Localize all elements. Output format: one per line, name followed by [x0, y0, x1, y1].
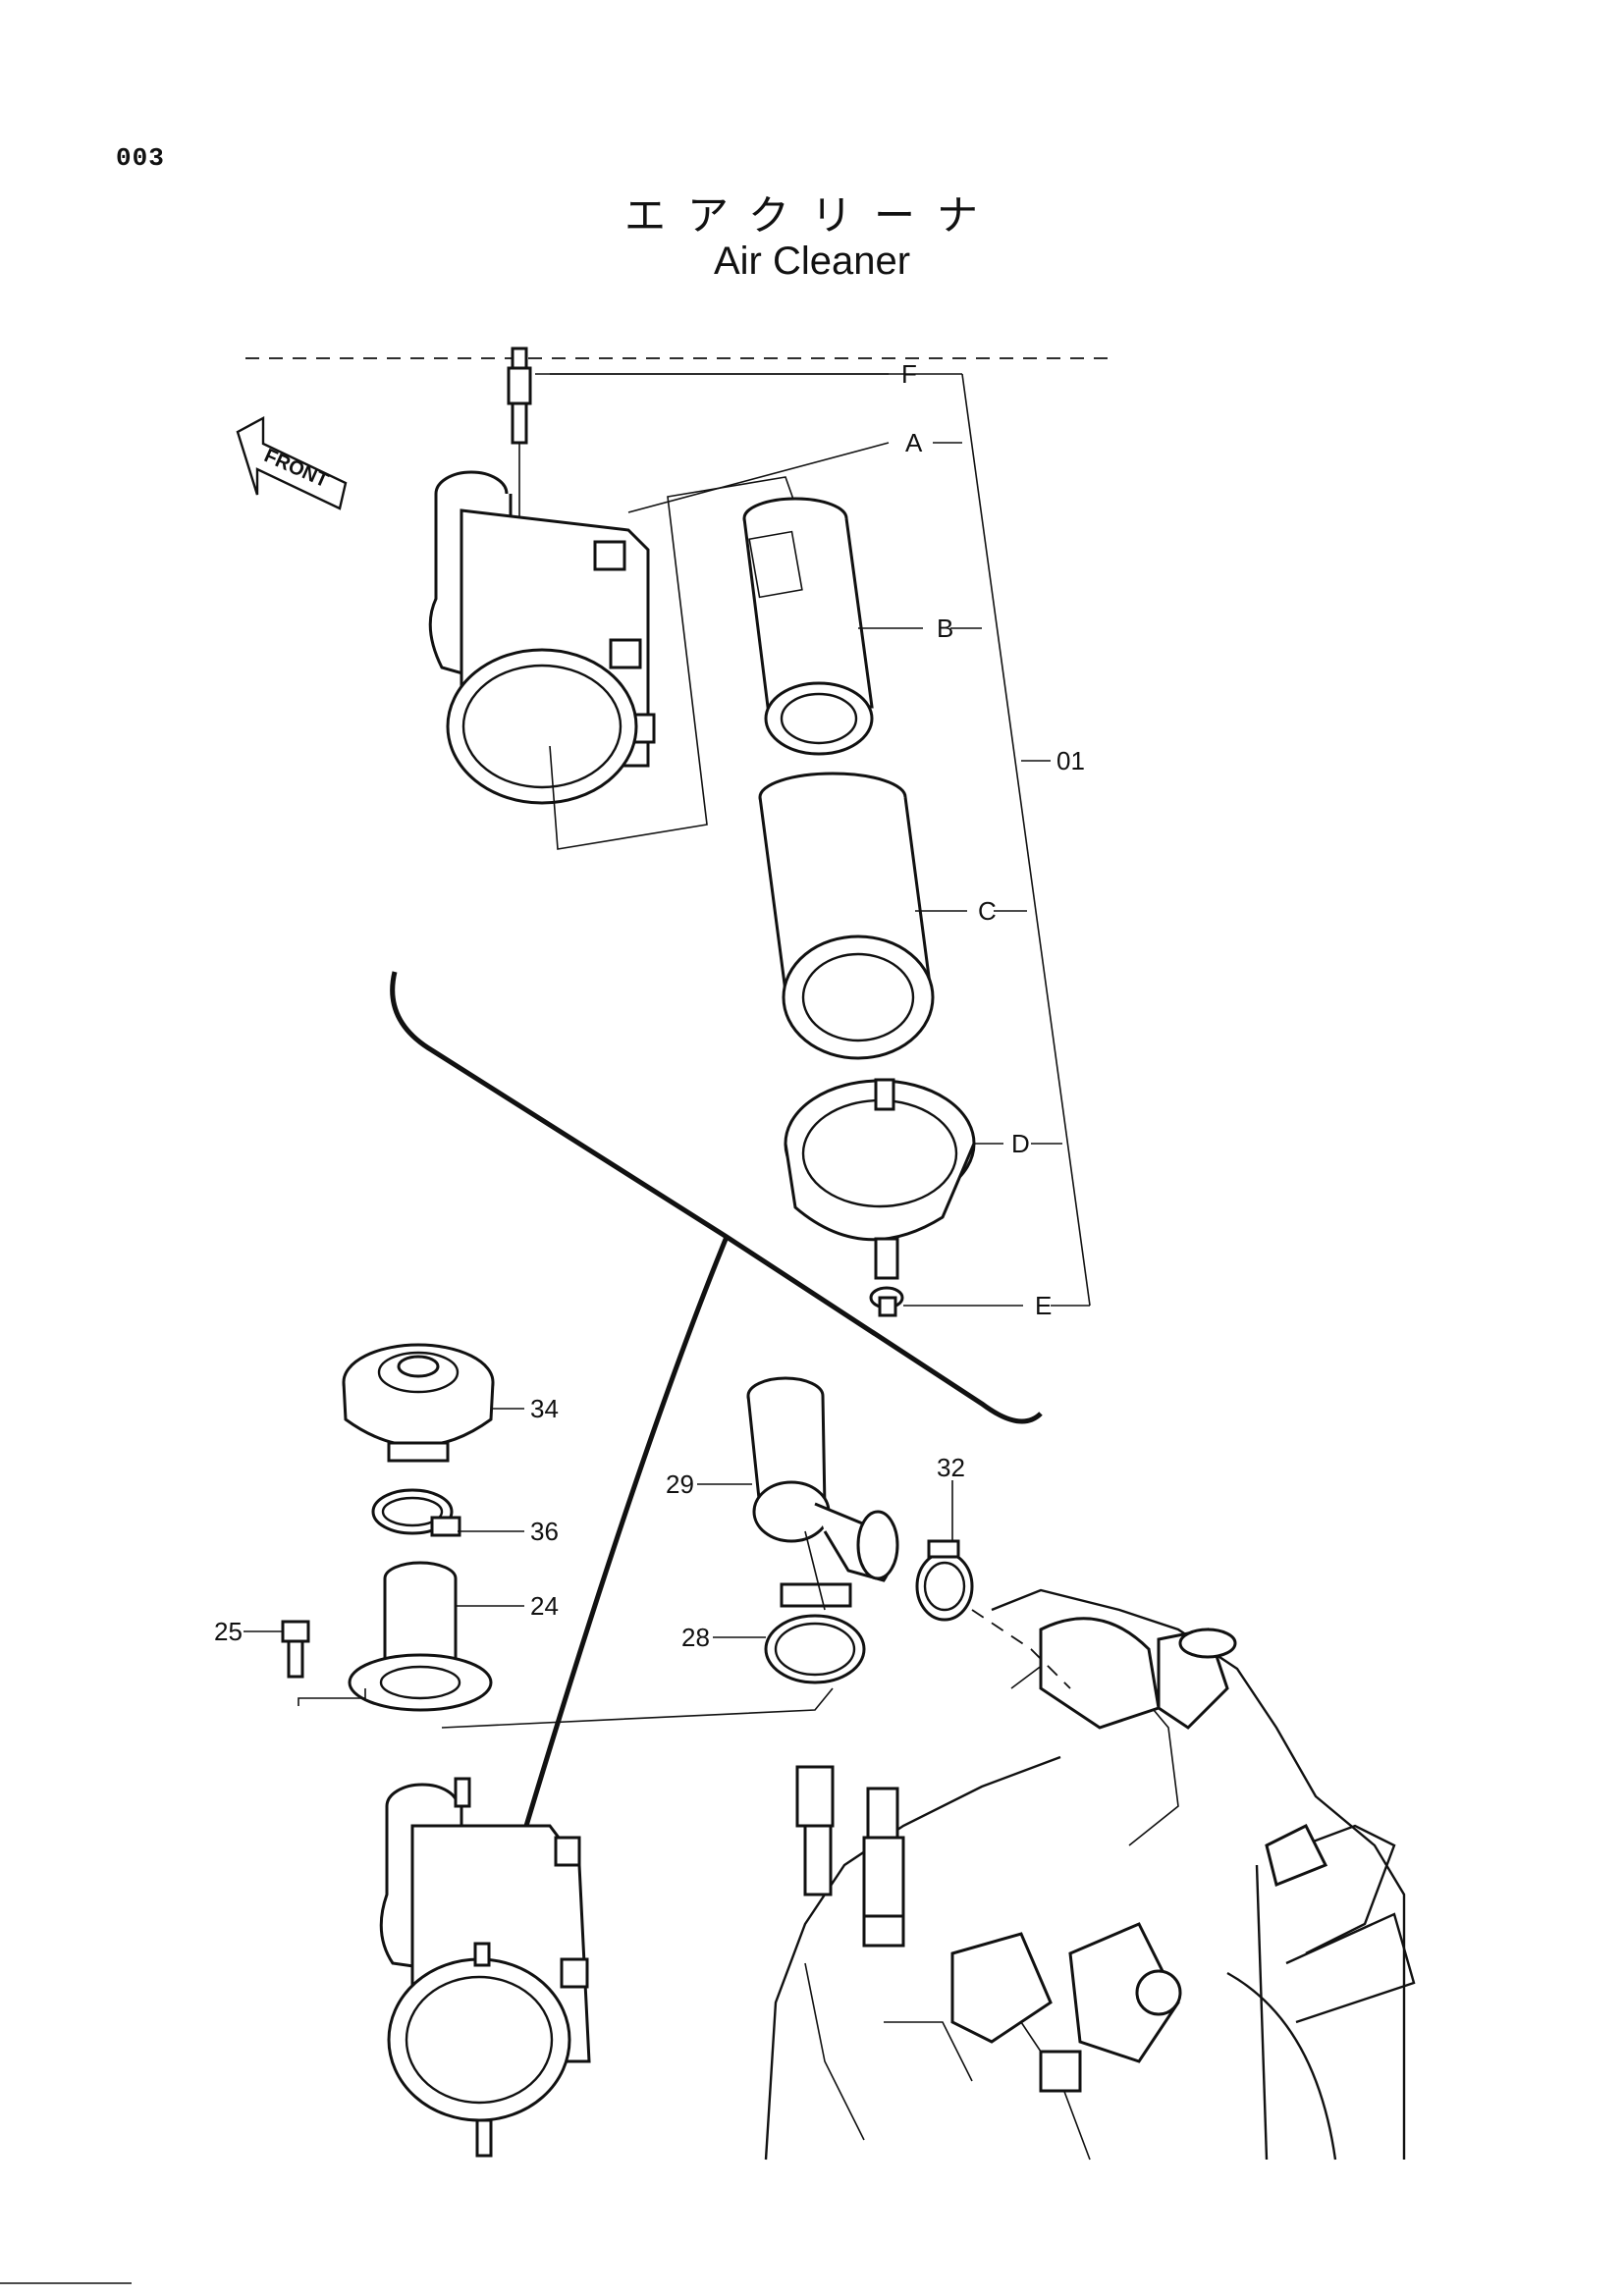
- callout-36: 36: [530, 1517, 559, 1546]
- callout-34: 34: [530, 1394, 559, 1423]
- part-d-cover: [784, 1078, 1003, 1280]
- title-english: Air Cleaner: [713, 240, 911, 283]
- callout-24: 24: [530, 1591, 559, 1621]
- part-c-primary-element: [758, 772, 967, 1060]
- part-28-clamp: [713, 1530, 866, 1684]
- callout-25: 25: [214, 1617, 243, 1646]
- part-b-safety-element: [742, 497, 923, 756]
- part-a-air-cleaner-body: [428, 442, 890, 850]
- callout-e: E: [1035, 1291, 1052, 1320]
- part-34-cap: [342, 1343, 524, 1463]
- part-32-clamp: [915, 1480, 974, 1622]
- front-label: FRONT: [261, 445, 332, 492]
- callout-b: B: [937, 614, 953, 643]
- part-36-hose-clamp: [371, 1488, 524, 1537]
- lower-reference-line: [441, 1687, 834, 1729]
- part-e-evacuator-valve: [869, 1286, 1023, 1317]
- callout-32: 32: [937, 1453, 965, 1482]
- callout-d: D: [1011, 1129, 1030, 1158]
- front-arrow-icon: FRONT: [236, 415, 348, 510]
- section-separator-curve-2: [517, 1236, 730, 1846]
- installed-air-cleaner: [379, 1777, 591, 2158]
- part-25-bolt: [244, 1620, 310, 1679]
- callout-f: F: [901, 359, 917, 389]
- callout-assembly-01: 01: [1056, 746, 1085, 775]
- lower-assembly-leader: [298, 1688, 366, 1706]
- callout-a: A: [905, 428, 923, 457]
- engine-block-illustration: [764, 1588, 1416, 2161]
- page-number: 003: [116, 143, 165, 173]
- part-24-adapter: [348, 1561, 524, 1712]
- callout-29: 29: [666, 1469, 694, 1499]
- part-29-elbow-hose: [697, 1376, 899, 1582]
- title-japanese: エアクリーナ: [624, 191, 1000, 240]
- callout-28: 28: [681, 1623, 710, 1652]
- callout-c: C: [978, 896, 997, 926]
- section-separator-curve: [390, 971, 1043, 1424]
